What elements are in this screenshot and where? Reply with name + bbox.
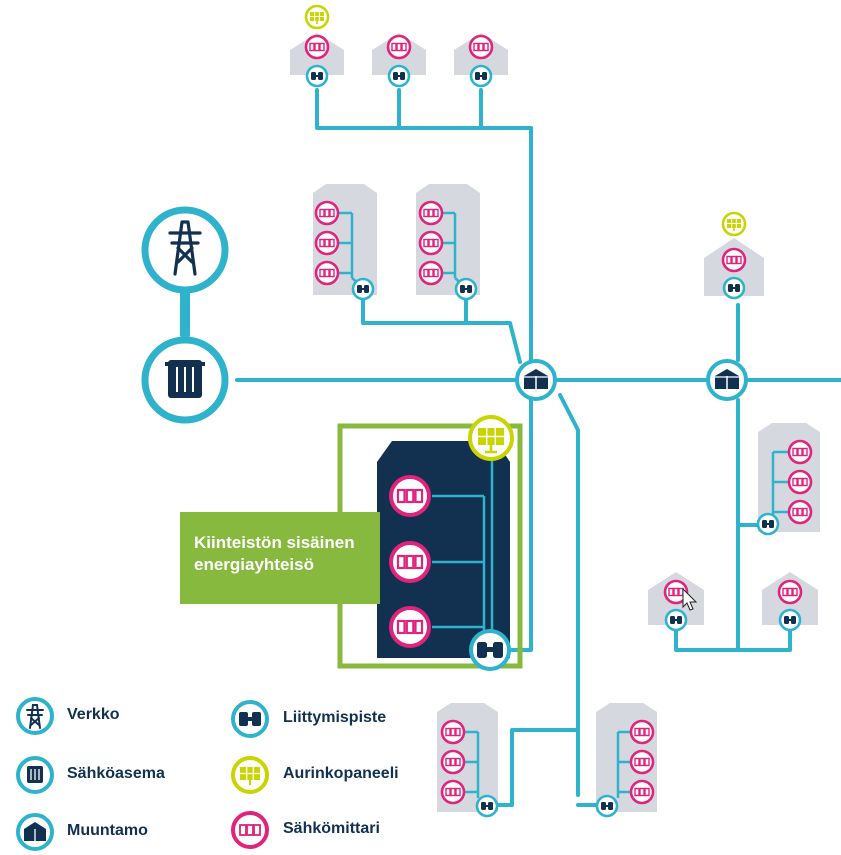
bottom-apartment-building-1 bbox=[437, 703, 499, 818]
energy-community-label: Kiinteistön sisäinen energiayhteisö bbox=[180, 512, 380, 604]
community-building bbox=[377, 415, 514, 671]
community-connection-point-icon bbox=[469, 629, 511, 671]
top-house-1 bbox=[290, 4, 344, 88]
legend-solar-panel-icon bbox=[231, 756, 269, 794]
legend-meter-icon bbox=[231, 811, 269, 849]
legend-label-transformer: Muuntamo bbox=[67, 822, 148, 839]
right-top-house bbox=[704, 211, 764, 300]
legend-transformer-icon bbox=[16, 813, 54, 851]
transformer-2-icon bbox=[706, 359, 748, 401]
right-apartment-building bbox=[756, 423, 820, 536]
grid-lines bbox=[180, 88, 841, 807]
legend-label-connection-point: Liittymispiste bbox=[283, 709, 387, 726]
apartment-building-1 bbox=[313, 184, 377, 301]
legend-label-solar-panel: Aurinkopaneeli bbox=[283, 765, 399, 782]
legend-label-grid: Verkko bbox=[67, 706, 120, 723]
apartment-building-2 bbox=[416, 184, 480, 301]
grid-tower-icon bbox=[141, 206, 229, 294]
substation-icon bbox=[141, 336, 229, 424]
transformer-1-icon bbox=[515, 359, 557, 401]
top-house-2 bbox=[372, 33, 426, 88]
legend-label-substation: Sähköasema bbox=[67, 765, 165, 782]
legend-connection-point-icon bbox=[231, 700, 269, 738]
right-bottom-house-2 bbox=[762, 572, 818, 632]
energy-community-label-line1: Kiinteistön sisäinen bbox=[194, 533, 355, 552]
legend-tower-icon bbox=[16, 697, 54, 735]
top-house-3 bbox=[454, 33, 508, 88]
right-bottom-house-1 bbox=[648, 572, 704, 632]
cursor-icon bbox=[682, 587, 698, 611]
community-solar-panel-icon bbox=[468, 415, 514, 461]
energy-community-label-line2: energiayhteisö bbox=[194, 555, 314, 574]
bottom-apartment-building-2 bbox=[595, 703, 657, 818]
legend-substation-icon bbox=[16, 756, 54, 794]
legend-label-meter: Sähkömittari bbox=[283, 820, 380, 837]
